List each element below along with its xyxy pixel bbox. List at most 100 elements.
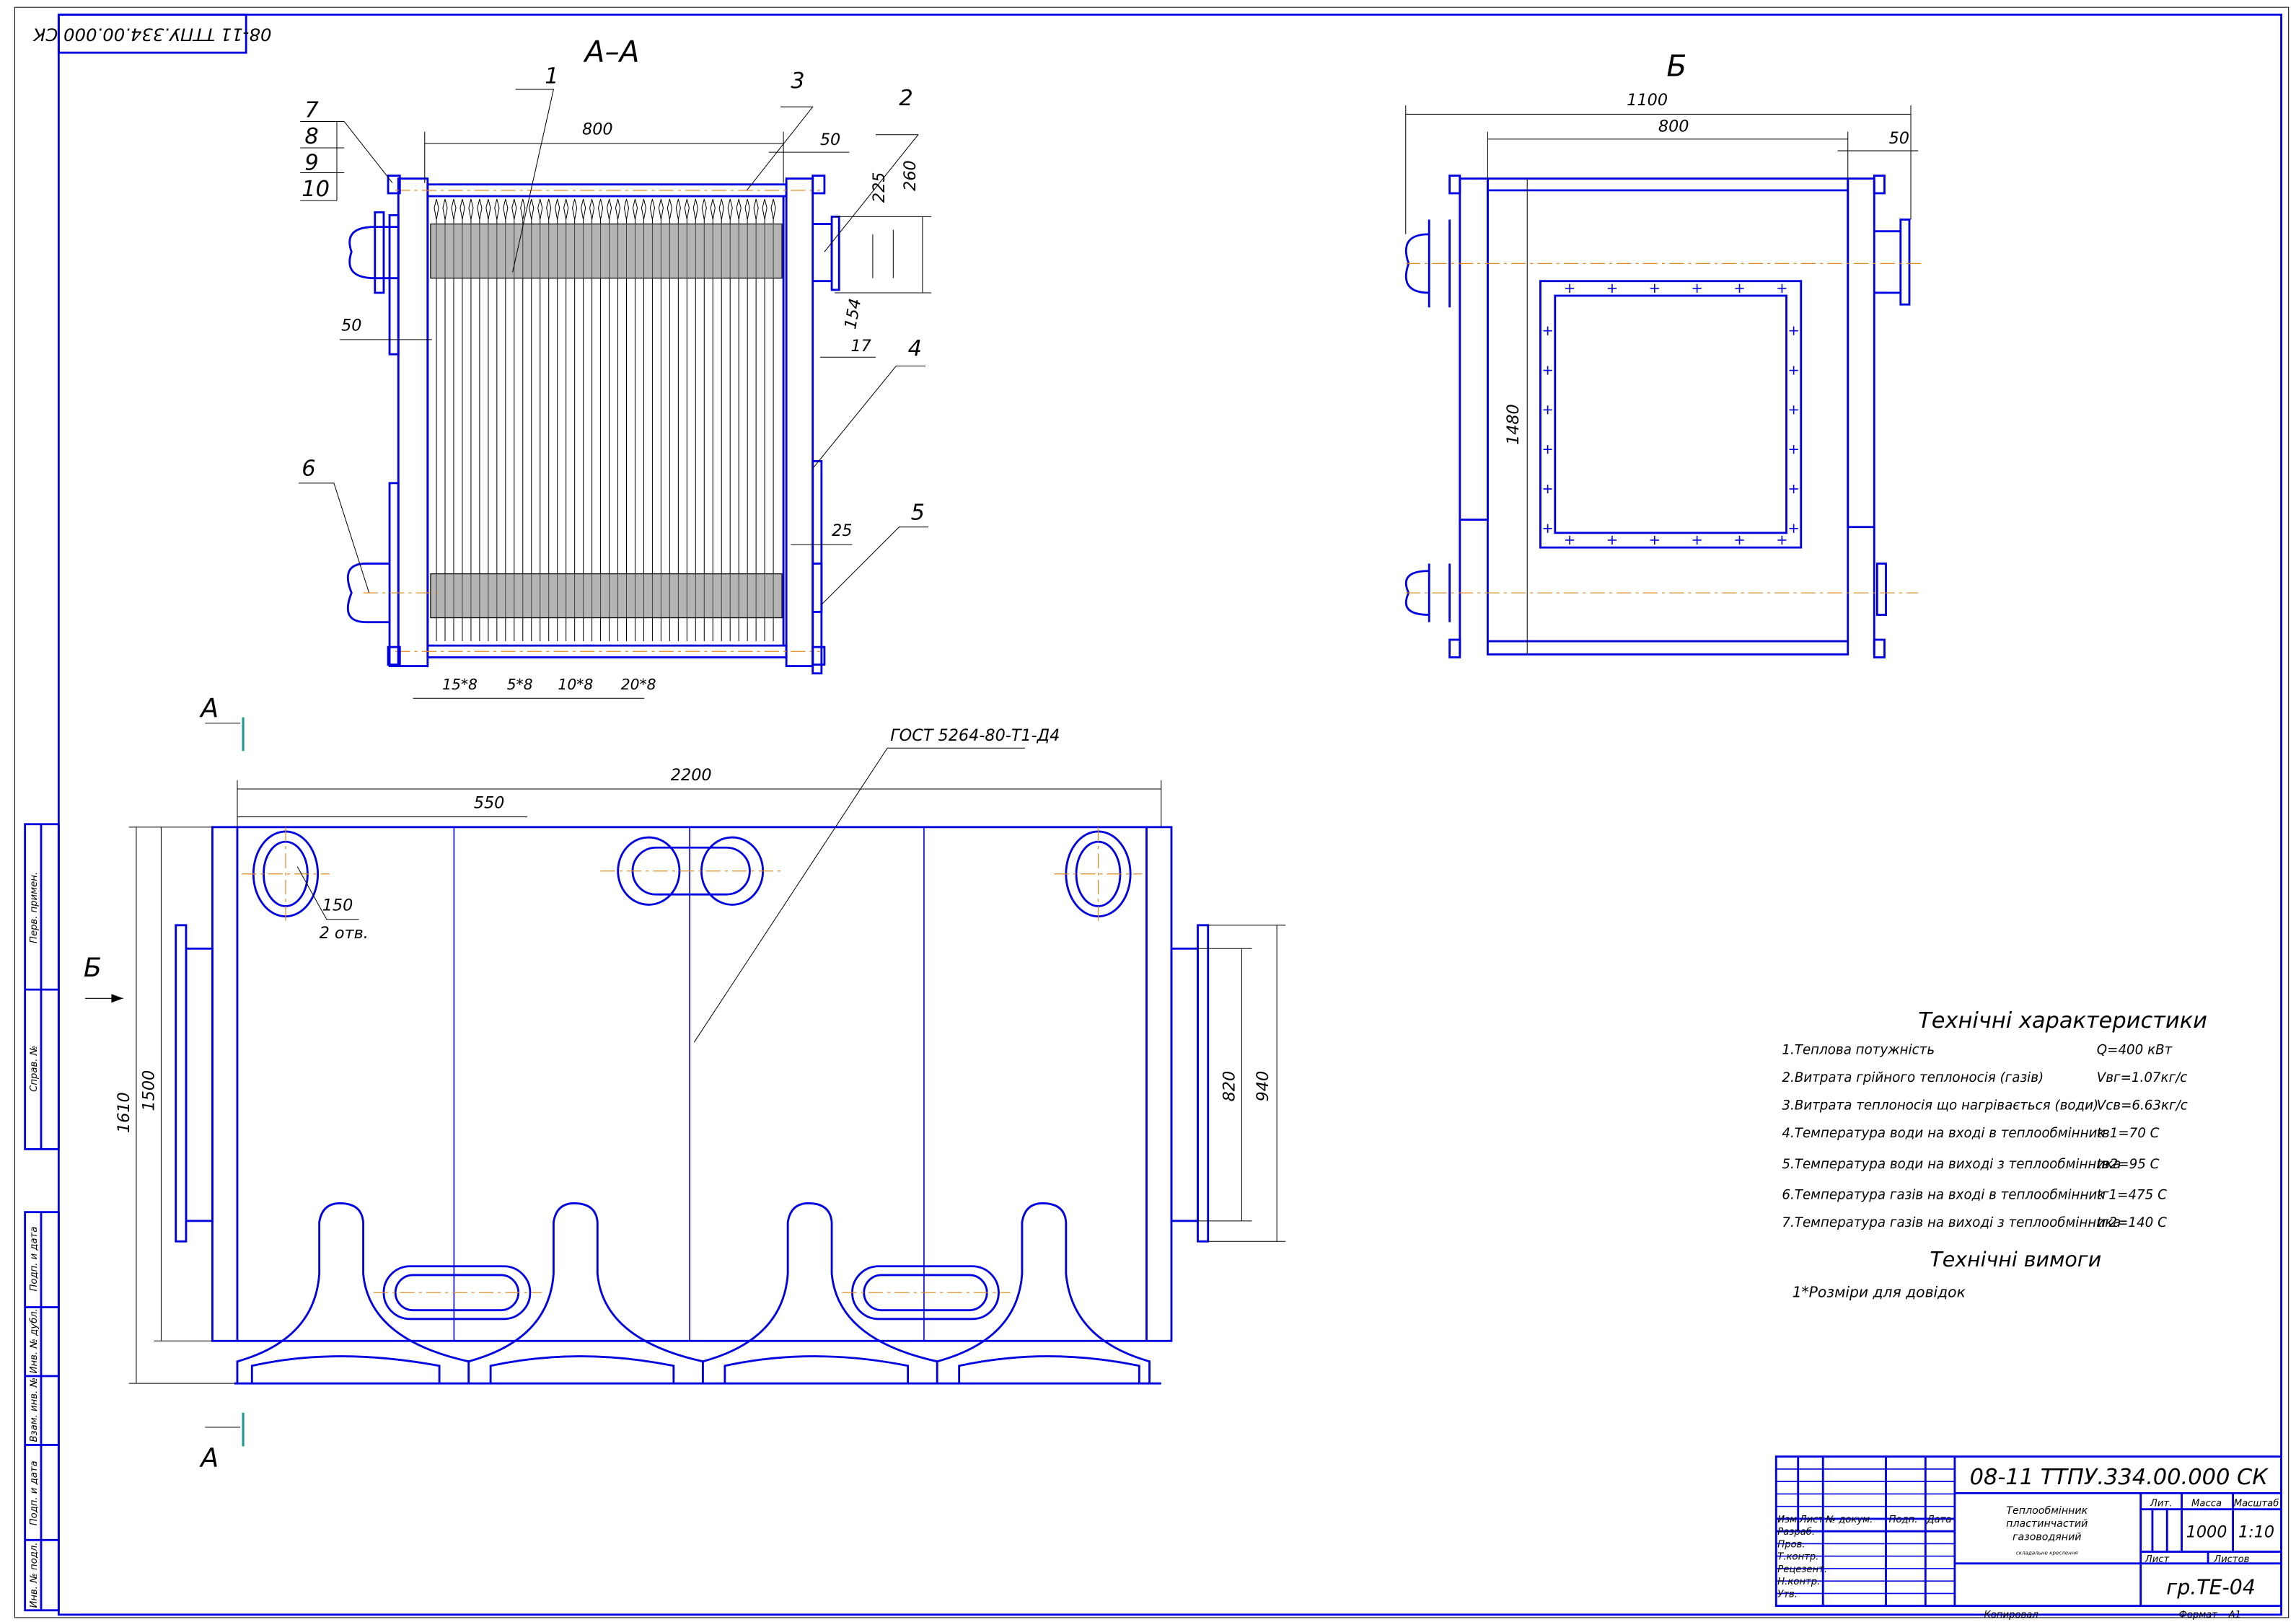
plate — [442, 198, 448, 642]
bolt-mark — [1692, 283, 1702, 293]
section-label: А — [199, 693, 219, 724]
callout-7: 7 — [304, 97, 319, 123]
plate — [572, 198, 578, 642]
dim-800: 800 — [1658, 118, 1689, 136]
side-stamp-label: Инв. № подл. — [29, 1543, 40, 1608]
rotated-code: 08-11 ТТПУ.334.00.000 СК — [32, 25, 271, 45]
pitch-dim: 5*8 — [507, 676, 533, 693]
side-stamp: Перв. примен. Справ. № Подп. и дата Инв.… — [24, 823, 60, 1612]
plate — [692, 198, 698, 642]
rotated-code-stamp: 08-11 ТТПУ.334.00.000 СК — [32, 13, 271, 54]
callout-stack-7-10: 7 8 9 10 — [300, 97, 393, 202]
drawing-frame — [57, 13, 2282, 1616]
bottom-manifold-right — [842, 1265, 1011, 1321]
bolt-mark — [1789, 445, 1798, 454]
spec-value: tг2=140 С — [2097, 1215, 2167, 1230]
bolt-mark — [1789, 484, 1798, 494]
dim-1500: 1500 — [139, 1070, 158, 1111]
mass-value: 1000 — [2186, 1522, 2227, 1541]
spec-label: 4.Температура води на вході в теплообмін… — [1782, 1126, 2105, 1141]
view-b: Б 1100 800 50 1480 — [1404, 49, 1926, 658]
dim-2200: 2200 — [671, 766, 712, 785]
plate — [615, 198, 621, 642]
bolt-mark — [1543, 405, 1552, 415]
plate — [658, 198, 664, 642]
spec-value: tв1=70 С — [2097, 1126, 2160, 1141]
front-view: 2200 550 1610 1500 820 940 150 2 отв. ГО… — [84, 693, 1286, 1473]
pitch-dim: 20*8 — [621, 676, 656, 693]
bolt-crosses — [1543, 283, 1798, 545]
column-header: Подп. — [1889, 1515, 1918, 1525]
spec-value: tг1=475 С — [2097, 1187, 2167, 1202]
role-label: Пров. — [1777, 1539, 1805, 1550]
dim-1610: 1610 — [115, 1092, 133, 1133]
bolt-mark — [1777, 283, 1787, 293]
dim-25: 25 — [832, 521, 852, 540]
side-stamp-label: Подп. и дата — [29, 1460, 40, 1525]
bolt-mark — [1789, 366, 1798, 375]
section-label: А — [199, 1442, 219, 1473]
side-stamp-label: Инв. № дубл. — [28, 1308, 40, 1373]
dim-diameter: 150 — [322, 896, 353, 915]
bolt-mark — [1735, 535, 1744, 545]
plate — [546, 198, 552, 642]
spec-label: 6.Температура газів на вході в теплообмі… — [1782, 1187, 2105, 1202]
bottom-manifold-left — [373, 1265, 542, 1321]
plate — [753, 198, 759, 642]
bolt-mark — [1735, 283, 1744, 293]
plate — [468, 198, 474, 642]
plate — [649, 198, 655, 642]
bolt-mark — [1789, 405, 1798, 415]
bolt-mark — [1777, 535, 1787, 545]
plate — [710, 198, 716, 642]
dim-800: 800 — [582, 120, 613, 139]
plate — [667, 198, 672, 642]
holes-note: 2 отв. — [320, 924, 369, 943]
lit-label: Лит. — [2150, 1499, 2172, 1509]
scale-label: Масштаб — [2234, 1498, 2279, 1509]
plate — [589, 198, 595, 642]
view-title: А–А — [583, 34, 640, 69]
view-section-a-a: А–А 800 50 225 260 154 — [299, 34, 932, 699]
callout-1: 1 — [545, 64, 558, 89]
callout-5: 5 — [911, 501, 925, 526]
specs-title: Технічні характеристики — [1918, 1008, 2207, 1033]
product-name-line: Теплообмінник — [2006, 1505, 2088, 1517]
bolt-mark — [1543, 326, 1552, 335]
plate — [675, 198, 681, 642]
bolt-mark — [1543, 366, 1552, 375]
plate — [598, 198, 604, 642]
requirement-item: 1*Розміри для довідок — [1793, 1283, 1966, 1300]
role-label: Рецезент. — [1777, 1564, 1827, 1575]
plate — [770, 198, 776, 642]
bolt-mark — [1565, 283, 1575, 293]
bolt-mark — [1543, 524, 1552, 533]
spec-value: Q=400 кВт — [2097, 1042, 2173, 1057]
format-value: A1 — [2227, 1610, 2240, 1621]
bolt-mark — [1607, 283, 1617, 293]
spec-label: 2.Витрата грійного теплоносія (газів) — [1782, 1070, 2044, 1085]
column-header: Лист — [1799, 1515, 1824, 1525]
callout-10: 10 — [302, 177, 330, 202]
role-label: Т.контр. — [1777, 1552, 1818, 1563]
plate — [511, 198, 517, 642]
view-mark-b: Б — [84, 952, 123, 1003]
bolt-mark — [1650, 535, 1659, 545]
plate — [537, 198, 543, 642]
dim-225: 225 — [870, 172, 889, 203]
section-mark-top: А — [199, 693, 245, 752]
dim-50: 50 — [1889, 129, 1909, 148]
plate — [736, 198, 742, 642]
requirements-title: Технічні вимоги — [1930, 1248, 2101, 1271]
plate — [744, 198, 750, 642]
plate — [606, 198, 612, 642]
format-label: Формат — [2178, 1610, 2217, 1621]
plate — [529, 198, 535, 642]
dim-1480: 1480 — [1504, 404, 1523, 445]
plate — [434, 198, 439, 642]
outlet-flange — [1054, 827, 1143, 922]
weld-note: ГОСТ 5264-80-Т1-Д4 — [890, 726, 1060, 745]
bolt-mark — [1650, 283, 1659, 293]
role-label: Разраб. — [1777, 1526, 1815, 1538]
plate — [641, 198, 647, 642]
